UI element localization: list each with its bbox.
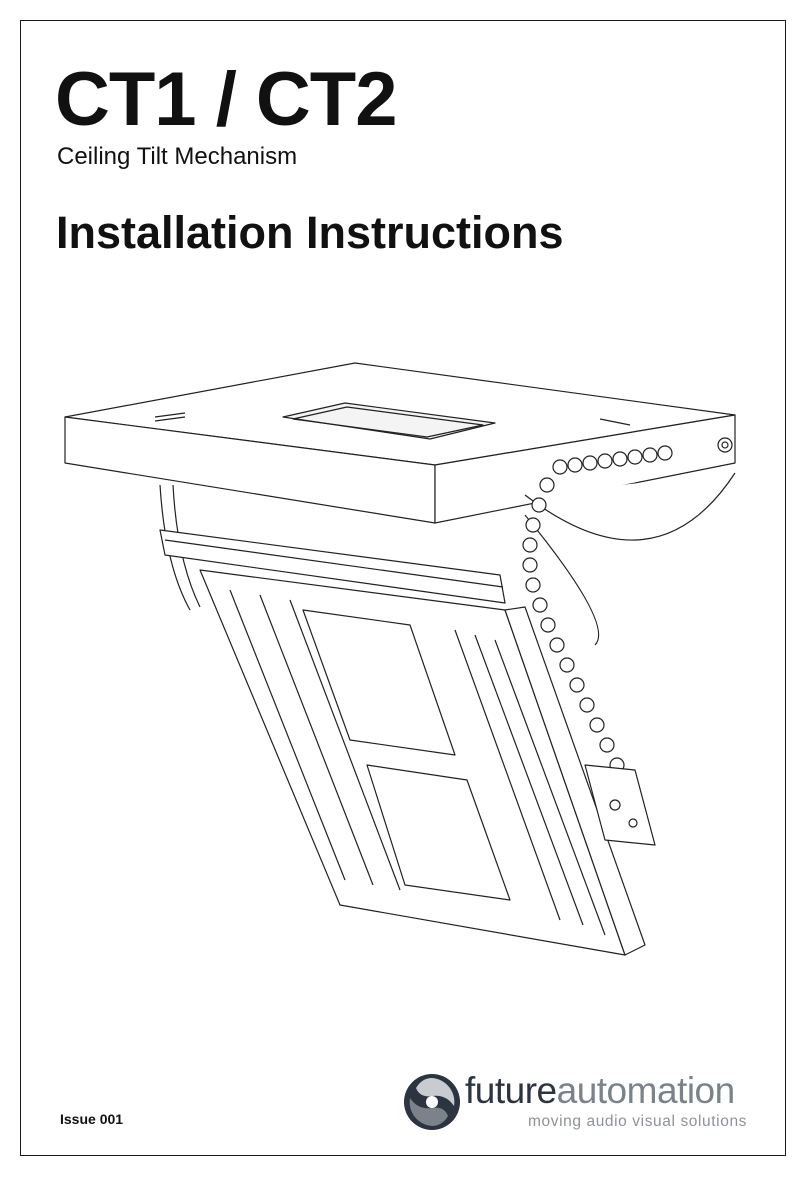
brand-tagline: moving audio visual solutions bbox=[528, 1113, 748, 1130]
brand-name-future: future bbox=[465, 1070, 557, 1111]
issue-number: Issue 001 bbox=[60, 1111, 124, 1127]
document-title: CT1 / CT2 bbox=[55, 57, 397, 142]
vesa-mounting-plate bbox=[199, 569, 656, 956]
page-border bbox=[20, 20, 786, 1156]
brand-name-automation: automation bbox=[556, 1070, 736, 1111]
ceiling-plate bbox=[64, 362, 736, 524]
crossbar bbox=[159, 529, 506, 604]
cable-chain bbox=[522, 445, 673, 793]
future-automation-logo: futureautomation moving audio visual sol… bbox=[402, 1068, 757, 1148]
document-heading: Installation Instructions bbox=[56, 207, 564, 258]
brand-name: futureautomation bbox=[465, 1072, 735, 1109]
document-subtitle: Ceiling Tilt Mechanism bbox=[57, 143, 298, 170]
tilt-arms bbox=[159, 472, 736, 646]
ceiling-tilt-mechanism-drawing bbox=[64, 362, 736, 956]
swirl-logo-icon bbox=[404, 1074, 460, 1130]
